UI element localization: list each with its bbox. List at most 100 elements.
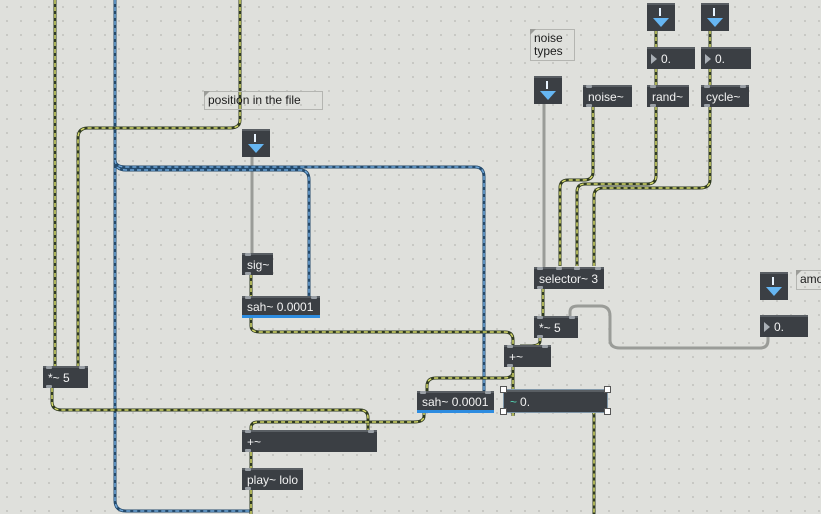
number-arrow-icon — [705, 54, 711, 64]
noise-object[interactable]: noise~ — [583, 85, 632, 107]
comment-tab-icon — [204, 91, 210, 97]
selection-handle-br[interactable] — [604, 408, 611, 415]
inlet-icon — [245, 468, 251, 471]
cord-sah-left-to-plus-small — [249, 316, 515, 346]
inlet-icon — [245, 430, 251, 433]
amount-number-value: 0. — [774, 320, 785, 334]
times5-right-object[interactable]: *~ 5 — [534, 316, 578, 338]
bang-bar-icon — [772, 277, 774, 285]
bang-arrow-icon — [766, 287, 782, 296]
cord-sig-num-to-out — [511, 404, 596, 514]
selector-object[interactable]: selector~ 3 — [534, 267, 604, 289]
inlet-icon — [569, 316, 575, 319]
rand-number-value: 0. — [661, 52, 672, 66]
rand-object-label: rand~ — [652, 90, 684, 104]
cord-rand-to-selector — [575, 106, 658, 266]
inlet-icon — [420, 391, 426, 394]
noise-types-comment[interactable]: noise types — [530, 29, 575, 61]
outlet-icon — [537, 335, 543, 338]
sah-left-label: sah~ 0.0001 — [247, 300, 314, 314]
bang-button-rand[interactable] — [647, 3, 675, 31]
cord-cycle-to-selector — [592, 106, 712, 266]
inlet-icon — [556, 267, 562, 270]
number-arrow-icon — [651, 54, 657, 64]
amount-number-box[interactable]: 0. — [760, 315, 808, 337]
bang-button-cycle[interactable] — [701, 3, 729, 31]
rand-object[interactable]: rand~ — [647, 85, 689, 107]
outlet-icon — [586, 104, 592, 107]
inlet-icon — [650, 85, 656, 88]
plus-small-object[interactable]: +~ — [504, 345, 551, 367]
times5-left-object[interactable]: *~ 5 — [43, 366, 88, 388]
position-comment[interactable]: position in the file — [204, 91, 323, 110]
plus-wide-label: +~ — [247, 435, 262, 449]
inlet-icon — [542, 345, 548, 348]
outlet-icon — [537, 286, 543, 289]
noise-types-line-2: types — [534, 44, 563, 58]
sah-left-object[interactable]: sah~ 0.0001 — [242, 296, 320, 318]
cycle-object-label: cycle~ — [706, 90, 741, 104]
cord-blue-to-sah-left — [113, 159, 311, 298]
outlet-icon — [245, 272, 251, 275]
play-object[interactable]: play~ lolo — [242, 468, 303, 490]
cycle-number-box[interactable]: 0. — [701, 47, 751, 69]
inlet-icon — [595, 267, 601, 270]
sig-object-label: sig~ — [247, 258, 270, 272]
bang-arrow-icon — [707, 18, 723, 27]
outlet-icon — [650, 104, 656, 107]
bang-button-selector[interactable] — [534, 76, 562, 104]
times5-left-label: *~ 5 — [48, 371, 70, 385]
outlet-icon — [507, 364, 513, 367]
bang-bar-icon — [254, 134, 256, 142]
cycle-number-value: 0. — [715, 52, 726, 66]
inlet-icon — [507, 345, 513, 348]
amount-comment-text: amo — [800, 272, 821, 286]
selection-handle-tl[interactable] — [500, 386, 507, 393]
bang-bar-icon — [713, 8, 715, 16]
number-arrow-icon — [764, 322, 770, 332]
signal-number-value: 0. — [520, 395, 531, 409]
cord-blue-left — [113, 0, 250, 513]
outlet-icon — [245, 487, 251, 490]
inlet-icon — [485, 391, 491, 394]
signal-number-box[interactable]: ~0. — [503, 389, 608, 413]
rand-number-box[interactable]: 0. — [647, 47, 695, 69]
inlet-icon — [46, 366, 52, 369]
inlet-icon — [704, 85, 710, 88]
inlet-icon — [740, 85, 746, 88]
sah-mid-object[interactable]: sah~ 0.0001 — [417, 391, 494, 413]
bang-arrow-icon — [653, 18, 669, 27]
outlet-icon — [245, 449, 251, 452]
plus-small-label: +~ — [509, 350, 524, 364]
comment-tab-icon — [530, 29, 536, 35]
cord-noise-to-selector — [558, 106, 595, 266]
inlet-icon — [79, 366, 85, 369]
inlet-icon — [311, 296, 317, 299]
bang-button-sig[interactable] — [242, 129, 270, 157]
bang-bar-icon — [659, 8, 661, 16]
outlet-icon — [46, 385, 52, 388]
inlet-icon — [574, 267, 580, 270]
inlet-icon — [245, 296, 251, 299]
noise-types-line-1: noise — [534, 31, 563, 45]
bang-arrow-icon — [248, 144, 264, 153]
plus-wide-object[interactable]: +~ — [242, 430, 377, 452]
inlet-icon — [368, 430, 374, 433]
selection-handle-tr[interactable] — [604, 386, 611, 393]
inlet-icon — [537, 316, 543, 319]
position-comment-text: position in the file — [208, 93, 301, 107]
comment-tab-icon — [796, 270, 802, 276]
times5-right-label: *~ 5 — [539, 321, 561, 335]
amount-comment[interactable]: amo — [796, 270, 821, 290]
cord-blue-to-sah-mid — [113, 159, 486, 393]
cycle-object[interactable]: cycle~ — [701, 85, 749, 107]
selector-object-label: selector~ 3 — [539, 272, 599, 286]
cord-times5-to-number — [568, 304, 770, 350]
selection-handle-bl[interactable] — [500, 408, 507, 415]
cord-times5-to-plus — [50, 388, 370, 430]
sig-object[interactable]: sig~ — [242, 253, 273, 275]
bang-button-amount[interactable] — [760, 272, 788, 300]
inlet-icon — [245, 253, 251, 256]
sah-mid-label: sah~ 0.0001 — [422, 395, 489, 409]
